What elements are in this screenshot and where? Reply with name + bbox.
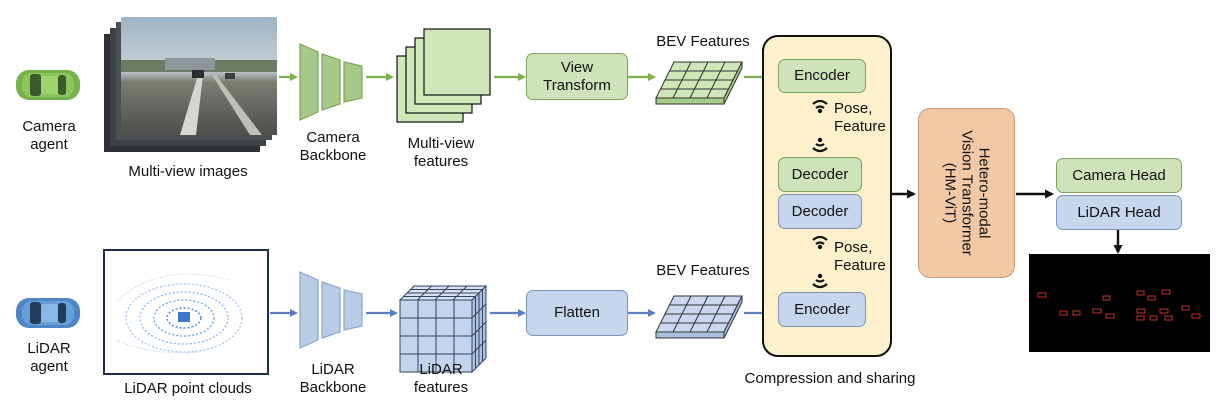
lidar-backbone-label: LiDAR Backbone [299, 361, 367, 396]
camera-agent-label: Camera agent [22, 118, 76, 153]
lidar-point-cloud-image [103, 249, 269, 375]
camera-bev-features-label: BEV Features [656, 33, 750, 50]
multi-view-images-label: Multi-view images [128, 163, 248, 180]
compression-sharing-caption: Compression and sharing [744, 370, 916, 387]
hm-vit-box: Hetero-modal Vision Transformer (HM-ViT) [918, 108, 1015, 278]
lidar-head-box: LiDAR Head [1056, 195, 1182, 230]
multi-view-images [104, 17, 277, 152]
lidar-encoder-box: Encoder [778, 292, 866, 327]
lidar-bev-grid-icon [655, 295, 743, 339]
camera-backbone-label: Camera Backbone [299, 129, 367, 164]
wireless-icon [812, 235, 828, 289]
camera-decoder-box: Decoder [778, 157, 862, 192]
lidar-bev-features-label: BEV Features [656, 262, 750, 279]
lidar-backbone-icon [299, 271, 363, 349]
lidar-car-icon [16, 298, 80, 328]
camera-backbone-icon [299, 43, 363, 121]
lidar-features-cube-icon [398, 284, 488, 374]
flatten-box: Flatten [526, 290, 628, 336]
wireless-icon [812, 99, 828, 153]
camera-head-box: Camera Head [1056, 158, 1182, 193]
hm-vit-label: Hetero-modal Vision Transformer (HM-ViT) [941, 130, 992, 256]
detection-output-icon [1029, 254, 1210, 352]
lidar-point-clouds-label: LiDAR point clouds [124, 380, 252, 397]
lidar-features-label: LiDAR features [413, 361, 469, 396]
multi-view-features-icon [396, 28, 491, 123]
view-transform-box: View Transform [526, 53, 628, 100]
pose-feature-label-bottom: Pose, Feature [834, 239, 886, 274]
camera-car-icon [16, 70, 80, 100]
lidar-agent-label: LiDAR agent [27, 340, 71, 375]
lidar-decoder-box: Decoder [778, 194, 862, 229]
multi-view-features-label: Multi-view features [407, 135, 475, 170]
pose-feature-label-top: Pose, Feature [834, 100, 886, 135]
camera-encoder-box: Encoder [778, 59, 866, 93]
camera-bev-grid-icon [655, 61, 743, 105]
